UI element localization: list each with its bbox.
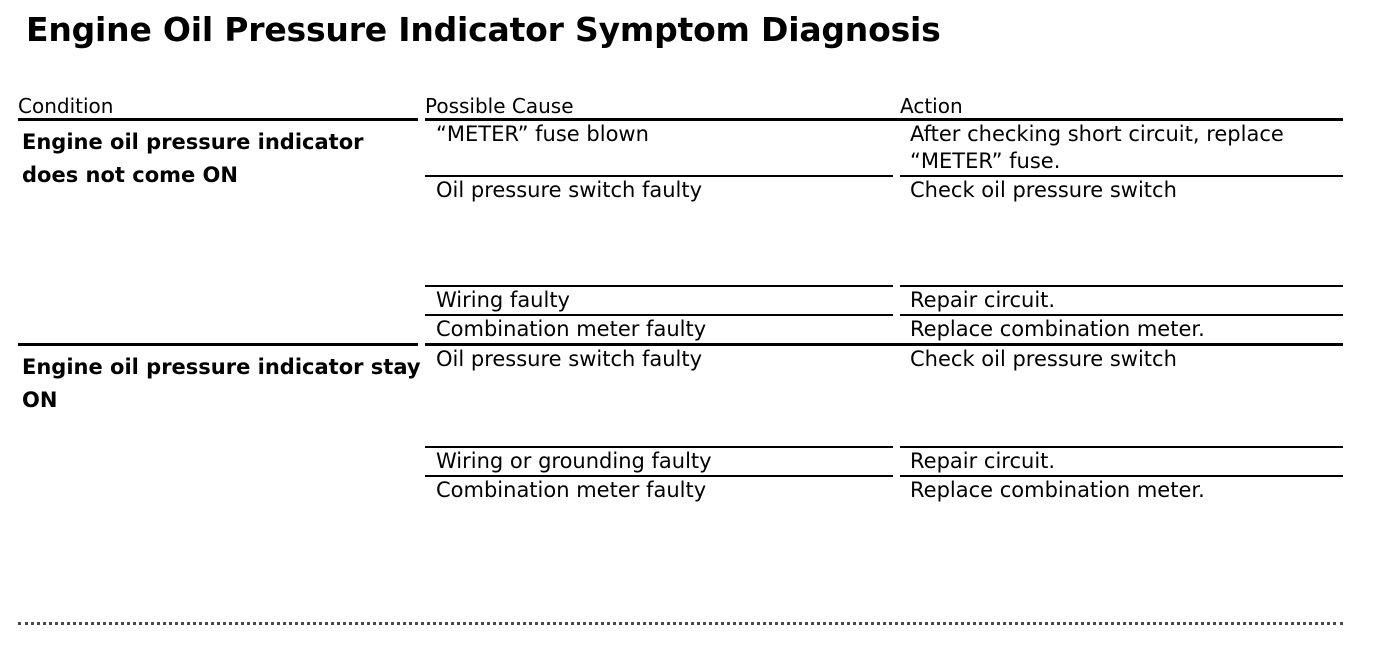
action-cell: Replace combination meter. <box>910 478 1205 502</box>
row-separator-action <box>900 175 1343 177</box>
row-separator <box>18 314 1343 316</box>
row-separator-action <box>900 314 1343 316</box>
action-cell: Check oil pressure switch <box>910 347 1177 371</box>
row-separator-cause <box>425 446 900 448</box>
table-header: Condition Possible Cause Action <box>18 94 1343 121</box>
action-cell: Repair circuit. <box>910 449 1056 473</box>
table-bottom-rule <box>18 622 1343 625</box>
table-body: Engine oil pressure indicator does not c… <box>18 121 1343 504</box>
table-row: Wiring faulty Repair circuit. <box>18 287 1343 314</box>
table-row: Combination meter faulty Replace combina… <box>18 316 1343 343</box>
row-separator <box>18 475 1343 477</box>
table-row: Wiring or grounding faulty Repair circui… <box>18 448 1343 475</box>
group-separator <box>18 343 1343 346</box>
action-cell: Replace combination meter. <box>910 317 1205 341</box>
condition-cell: Engine oil pressure indicator stay ON <box>22 355 421 412</box>
table-row: Combination meter faulty Replace combina… <box>18 477 1343 504</box>
cause-cell: “METER” fuse blown <box>436 122 649 146</box>
header-underline-cause-action <box>425 118 1343 121</box>
row-separator <box>18 175 1343 177</box>
table-row: Oil pressure switch faulty Check oil pre… <box>18 177 1343 285</box>
table-row: Engine oil pressure indicator does not c… <box>18 121 1343 187</box>
row-separator-action <box>900 285 1343 287</box>
row-separator-cause <box>425 475 900 477</box>
action-cell: After checking short circuit, replace “M… <box>910 122 1284 173</box>
cause-cell: Wiring or grounding faulty <box>436 449 712 473</box>
action-cell: Check oil pressure switch <box>910 178 1177 202</box>
column-header-action: Action <box>900 94 963 118</box>
header-row: Condition Possible Cause Action <box>18 94 1343 118</box>
column-header-condition: Condition <box>18 94 114 118</box>
page-title: Engine Oil Pressure Indicator Symptom Di… <box>26 10 941 49</box>
condition-cell: Engine oil pressure indicator does not c… <box>22 130 364 187</box>
table-row: Engine oil pressure indicator stay ON Oi… <box>18 346 1343 446</box>
cause-cell: Combination meter faulty <box>436 478 707 502</box>
row-separator-action <box>900 475 1343 477</box>
group-separator-cause-action <box>425 343 1343 346</box>
symptom-diagnosis-table: Condition Possible Cause Action Engine o… <box>18 94 1343 504</box>
row-separator-cause <box>425 175 900 177</box>
row-separator-cause <box>425 285 900 287</box>
header-underline-row <box>18 118 1343 121</box>
cause-cell: Oil pressure switch faulty <box>436 178 703 202</box>
cause-cell: Wiring faulty <box>436 288 570 312</box>
row-separator <box>18 446 1343 448</box>
row-separator-cause <box>425 314 900 316</box>
column-header-possible-cause: Possible Cause <box>425 94 574 118</box>
action-cell: Repair circuit. <box>910 288 1056 312</box>
row-separator <box>18 285 1343 287</box>
row-separator-action <box>900 446 1343 448</box>
cause-cell: Combination meter faulty <box>436 317 707 341</box>
cause-cell: Oil pressure switch faulty <box>436 347 703 371</box>
group-separator-condition <box>18 343 425 346</box>
header-underline-condition <box>18 118 425 121</box>
